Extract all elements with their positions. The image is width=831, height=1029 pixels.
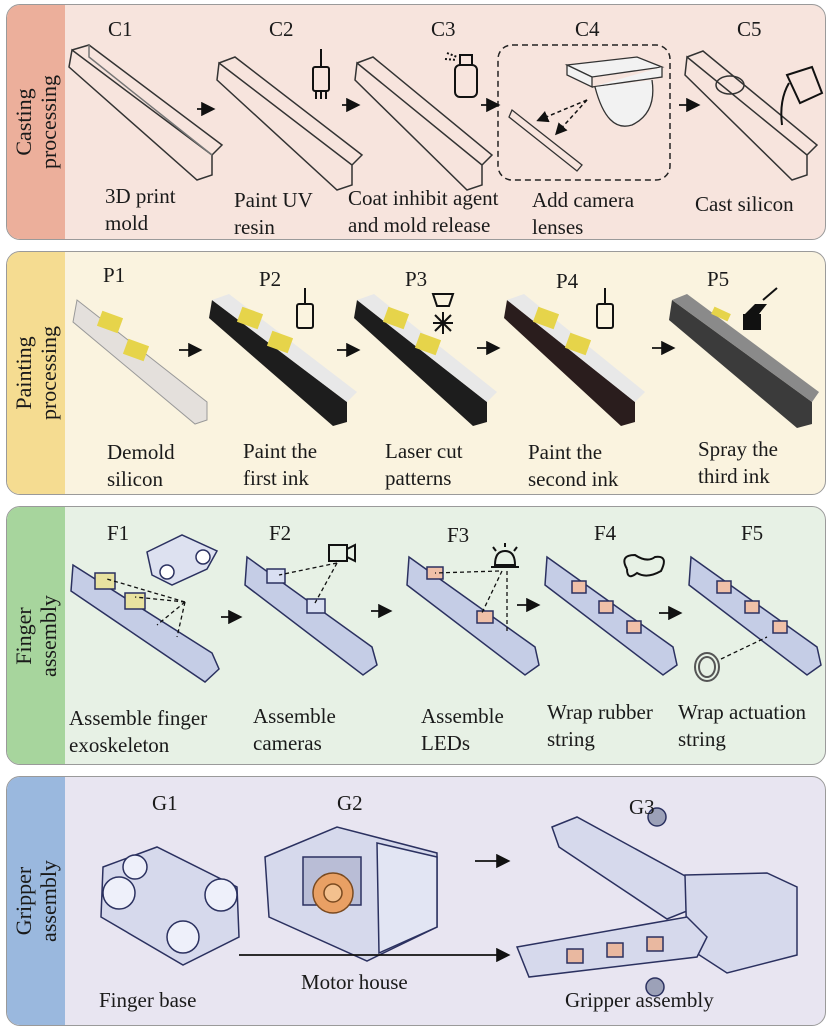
rubber-string-icon [623, 553, 665, 578]
c4-dashed-box [497, 44, 671, 181]
step-caption-p1: Demold silicon [107, 440, 175, 491]
finger-assembly-panel: Finger assembly [6, 506, 826, 765]
finger-f2 [244, 555, 378, 676]
step-caption-c2: Paint UV resin [234, 188, 313, 239]
exoskeleton-link [146, 534, 219, 586]
paintbrush-icon [312, 49, 330, 99]
finger-arrows [221, 597, 683, 625]
step-caption-f1: Assemble finger exoskeleton [69, 706, 208, 757]
step-code-f2: F2 [269, 521, 292, 545]
step-caption-c1: 3D print mold [105, 184, 176, 235]
step-caption-c5: Cast silicon [695, 192, 794, 216]
step-caption-g3: Gripper assembly [565, 988, 714, 1012]
step-code-p4: P4 [556, 269, 579, 293]
step-code-f4: F4 [594, 521, 617, 545]
mold-c1 [68, 44, 224, 181]
step-code-p3: P3 [405, 267, 428, 291]
casting-processing-panel: Casting processing [6, 4, 826, 240]
step-code-c5: C5 [737, 17, 762, 41]
step-code-g2: G2 [337, 791, 363, 815]
step-code-f1: F1 [107, 521, 130, 545]
mold-c5 [684, 50, 819, 181]
step-code-p1: P1 [103, 263, 126, 287]
laser-icon [431, 293, 455, 334]
step-code-p5: P5 [707, 267, 730, 291]
spray-gun-icon [743, 287, 778, 330]
step-caption-g1: Finger base [99, 988, 197, 1012]
step-code-f5: F5 [741, 521, 764, 545]
step-caption-p5: Spray the third ink [698, 437, 778, 488]
c4-mold-piece [508, 108, 583, 172]
gripper-side-band: Gripper assembly [7, 777, 65, 1025]
painting-illustrations [72, 287, 819, 428]
step-caption-p3: Laser cut patterns [385, 439, 463, 490]
step-caption-c4: Add camera lenses [532, 188, 635, 239]
gripper-assembly-model [515, 807, 798, 997]
step-caption-f4: Wrap rubber string [547, 700, 653, 751]
finger-f5 [688, 555, 822, 676]
gripper-illustrations [100, 807, 798, 997]
led-icon [491, 543, 519, 568]
finger-base [100, 846, 240, 966]
casting-arrows [197, 97, 701, 117]
step-code-c1: C1 [108, 17, 133, 41]
silicon-finger-p1 [72, 299, 208, 425]
finger-f3 [406, 555, 540, 676]
silicon-finger-p4 [504, 294, 645, 426]
step-caption-p2: Paint the first ink [243, 439, 318, 490]
pouring-cup-icon [780, 65, 824, 126]
step-caption-f2: Assemble cameras [253, 704, 336, 755]
finger-f1 [70, 563, 220, 683]
step-code-f3: F3 [447, 523, 470, 547]
step-code-g3: G3 [629, 795, 655, 819]
gripper-assembly-panel: Gripper assembly [6, 776, 826, 1026]
step-code-p2: P2 [259, 267, 282, 291]
step-code-g1: G1 [152, 791, 178, 815]
coil-icon [694, 652, 720, 682]
silicon-finger-p5 [669, 294, 819, 428]
mold-c3 [354, 56, 494, 191]
silicon-finger-p2 [209, 294, 357, 426]
painting-processing-panel: Painting processing [6, 251, 826, 495]
camera-lens-holder [564, 56, 665, 127]
silicon-finger-p3 [354, 294, 497, 426]
step-code-c3: C3 [431, 17, 456, 41]
finger-f4 [544, 555, 678, 676]
step-caption-f3: Assemble LEDs [421, 704, 504, 755]
paintbrush-icon [296, 288, 314, 329]
casting-side-band: Casting processing [7, 5, 65, 239]
camera-icon [328, 543, 356, 563]
step-caption-c3: Coat inhibit agent and mold release [348, 186, 499, 237]
painting-arrows [179, 340, 676, 358]
step-code-c4: C4 [575, 17, 600, 41]
step-caption-p4: Paint the second ink [528, 440, 619, 491]
painting-side-band: Painting processing [7, 252, 65, 494]
step-caption-g2: Motor house [301, 970, 408, 994]
casting-illustrations [68, 44, 824, 191]
motor-house [264, 826, 438, 962]
mold-c2 [216, 56, 364, 191]
paintbrush-icon [596, 288, 614, 329]
finger-side-band: Finger assembly [7, 507, 65, 764]
step-caption-f5: Wrap actuation string [678, 700, 807, 751]
finger-illustrations [70, 534, 822, 683]
gripper-arrows [239, 853, 511, 963]
spray-bottle-icon [444, 52, 478, 98]
step-code-c2: C2 [269, 17, 294, 41]
